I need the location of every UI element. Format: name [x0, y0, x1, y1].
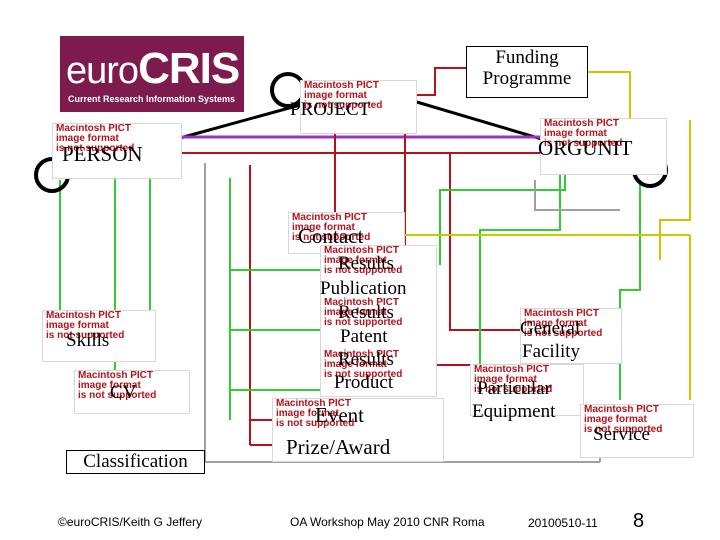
funding-label-line2: Programme [482, 68, 572, 89]
equipment-label-1: Particular [477, 378, 551, 399]
footer-event: OA Workshop May 2010 CNR Roma [290, 515, 485, 529]
classification-label: Classification [83, 451, 188, 472]
green-orgunit [439, 170, 566, 265]
eurocris-logo: euroCRIS Current Research Information Sy… [60, 36, 244, 112]
person-label: PERSON [62, 142, 143, 166]
cv-label: CV [110, 382, 137, 403]
project-label: PROJECT [290, 99, 371, 120]
prize-award-label: Prize/Award [286, 435, 391, 459]
results-patent-label-1: Results [338, 302, 394, 323]
results-publication-label-1: Results [338, 253, 394, 274]
olive-orgunit [659, 120, 691, 260]
green-to-product [229, 330, 320, 391]
equipment-label-2: Equipment [472, 401, 556, 422]
footer-copyright: ©euroCRIS/Keith G Jeffery [58, 515, 203, 529]
green-to-patent [229, 270, 320, 331]
green-service [619, 180, 641, 400]
logo-word: euro [66, 50, 139, 92]
logo-word-bold: CRIS [138, 44, 240, 93]
service-label: Service [593, 424, 650, 445]
red-vertical-right [449, 153, 520, 331]
results-publication-label-2: Publication [320, 278, 407, 299]
footer-date: 20100510-11 [528, 516, 598, 530]
funding-label-line1: Funding [495, 47, 559, 68]
logo-tagline: Current Research Information Systems [68, 94, 236, 104]
skills-label: Skills [66, 330, 110, 351]
classification-box: Classification [66, 450, 205, 474]
results-product-label-1: Results [338, 349, 394, 370]
results-product-label-2: Product [334, 372, 394, 393]
contact-label: Contact [298, 224, 364, 248]
project-funding-link [405, 67, 468, 96]
funding-programme-box: Funding Programme [466, 46, 588, 98]
person-skills-link [50, 180, 61, 331]
facility-label-1: General [520, 318, 581, 339]
results-patent-label-2: Patent [340, 326, 388, 347]
facility-label-2: Facility [522, 341, 581, 362]
page-number: 8 [633, 510, 645, 532]
olive-funding [588, 71, 631, 118]
green-equipment [479, 175, 561, 380]
project-orgunit-link [409, 98, 546, 142]
orgunit-label: ORGUNIT [538, 136, 633, 160]
event-label: Event [315, 403, 364, 427]
person-project-link [179, 103, 301, 140]
gray-orgunit [534, 180, 620, 211]
